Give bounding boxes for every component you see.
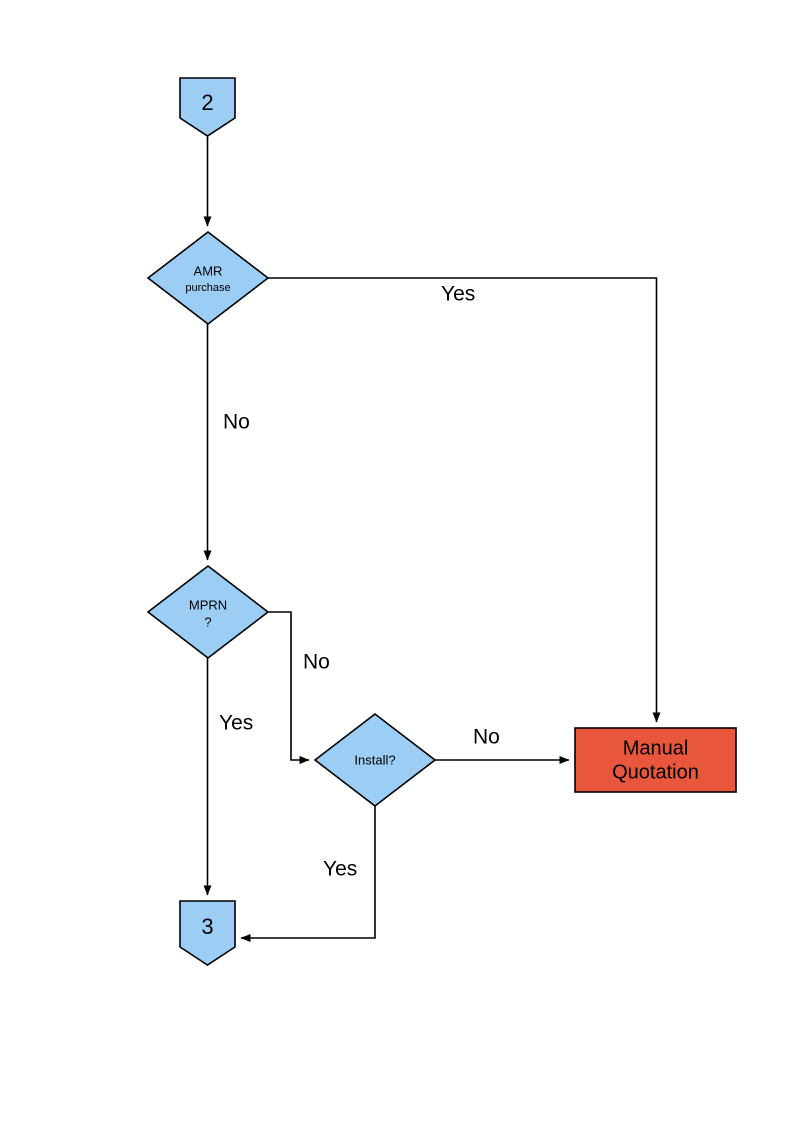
edge-amr-yes[interactable]: Yes	[268, 277, 661, 723]
node-decision-mprn[interactable]: MPRN ?	[146, 564, 270, 660]
edge-label-install-yes: Yes	[323, 858, 357, 881]
decision-amr-label-line1: AMR	[194, 263, 223, 278]
decision-mprn-shape	[146, 564, 270, 660]
edge-label-mprn-no: No	[303, 651, 330, 674]
node-connector-3[interactable]: 3	[179, 900, 236, 966]
connector-2-shape	[179, 77, 236, 137]
edge-amr-yes-line	[268, 277, 661, 723]
decision-mprn-label-line1: MPRN	[189, 597, 227, 612]
edge-amr-no[interactable]: No	[203, 324, 250, 561]
node-process-manual-quotation[interactable]: Manual Quotation	[574, 727, 737, 793]
edge-label-mprn-yes: Yes	[219, 712, 253, 735]
edge-install-yes-line	[240, 806, 376, 942]
decision-install-label: Install?	[354, 752, 395, 767]
manual-quotation-shape	[574, 727, 737, 793]
decision-install-shape	[313, 712, 437, 808]
decision-amr-label-line2: purchase	[185, 282, 230, 294]
edge-mprn-no[interactable]: No	[268, 611, 330, 764]
connector-2-label: 2	[201, 90, 213, 115]
manual-quotation-label-line2: Quotation	[612, 761, 699, 783]
edge-mprn-yes[interactable]: Yes	[203, 658, 254, 896]
edge-install-yes[interactable]: Yes	[240, 806, 376, 942]
decision-amr-shape	[146, 230, 270, 326]
node-decision-amr[interactable]: AMR purchase	[146, 230, 270, 326]
connector-3-shape	[179, 900, 236, 966]
decision-mprn-label-line2: ?	[204, 614, 211, 629]
manual-quotation-label-line1: Manual	[623, 737, 689, 759]
edge-install-no[interactable]: No	[435, 726, 570, 764]
edge-label-amr-no: No	[223, 411, 250, 434]
node-connector-2[interactable]: 2	[179, 77, 236, 137]
connector-3-label: 3	[201, 914, 213, 939]
edge-mprn-no-line	[268, 611, 310, 764]
edge-label-install-no: No	[473, 726, 500, 749]
node-decision-install[interactable]: Install?	[313, 712, 437, 808]
edge-label-amr-yes: Yes	[441, 283, 475, 306]
